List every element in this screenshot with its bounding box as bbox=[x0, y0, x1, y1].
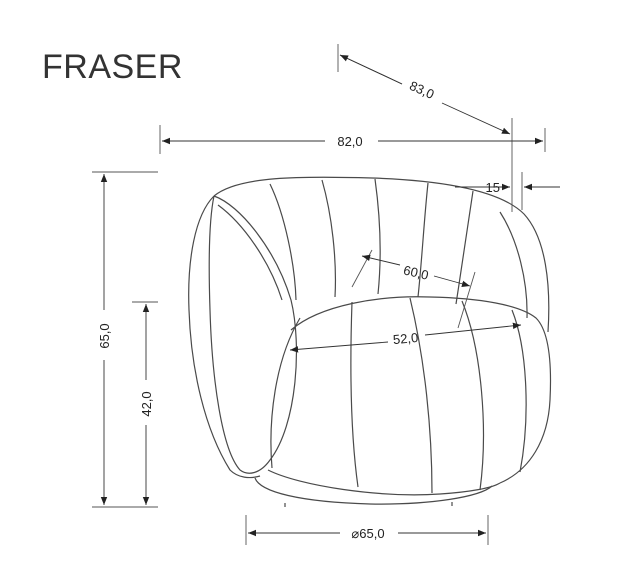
height-label: 65,0 bbox=[97, 323, 112, 348]
seat-channel-5 bbox=[511, 309, 527, 473]
backrest-outline bbox=[213, 176, 550, 333]
seat-width-label: 52,0 bbox=[392, 330, 419, 347]
seat-channel-1 bbox=[270, 317, 301, 469]
seat-bottom-outline bbox=[267, 469, 501, 496]
back-channel-1 bbox=[269, 183, 297, 301]
left-armrest-outline bbox=[208, 195, 297, 474]
left-shell-outline bbox=[188, 195, 261, 479]
dim-height: 65,0 bbox=[92, 171, 158, 508]
seat-channel-3 bbox=[409, 297, 433, 494]
armrest-inner-line bbox=[217, 204, 283, 301]
base-diameter-label: ⌀65,0 bbox=[351, 526, 384, 541]
dim-inner-width: 60,0 bbox=[351, 249, 476, 329]
product-title: FRASER bbox=[42, 48, 183, 86]
dim-seat-height: 42,0 bbox=[132, 301, 158, 508]
dim-depth-diagonal: 83,0 bbox=[337, 44, 513, 212]
seat-channel-2 bbox=[350, 301, 359, 488]
depth-label: 83,0 bbox=[407, 78, 436, 102]
armrest-label: 15 bbox=[486, 180, 500, 195]
dim-base-diameter: ⌀65,0 bbox=[245, 515, 489, 545]
dim-seat-width: 52,0 bbox=[289, 322, 522, 353]
right-arm-outline bbox=[499, 211, 528, 319]
dim-width: 82,0 bbox=[159, 125, 546, 154]
width-label: 82,0 bbox=[337, 134, 362, 149]
base-outline bbox=[254, 477, 493, 505]
seat-top-outline bbox=[290, 296, 552, 484]
back-channel-3 bbox=[374, 178, 381, 295]
chair-outline bbox=[188, 176, 552, 507]
seat-height-label: 42,0 bbox=[139, 391, 154, 416]
seat-channel-4 bbox=[461, 300, 485, 491]
back-channel-2 bbox=[321, 179, 337, 298]
dim-armrest: 15 bbox=[455, 172, 560, 210]
back-channel-4 bbox=[417, 182, 429, 298]
back-channel-5 bbox=[455, 190, 474, 305]
inner-width-label: 60,0 bbox=[402, 262, 430, 282]
